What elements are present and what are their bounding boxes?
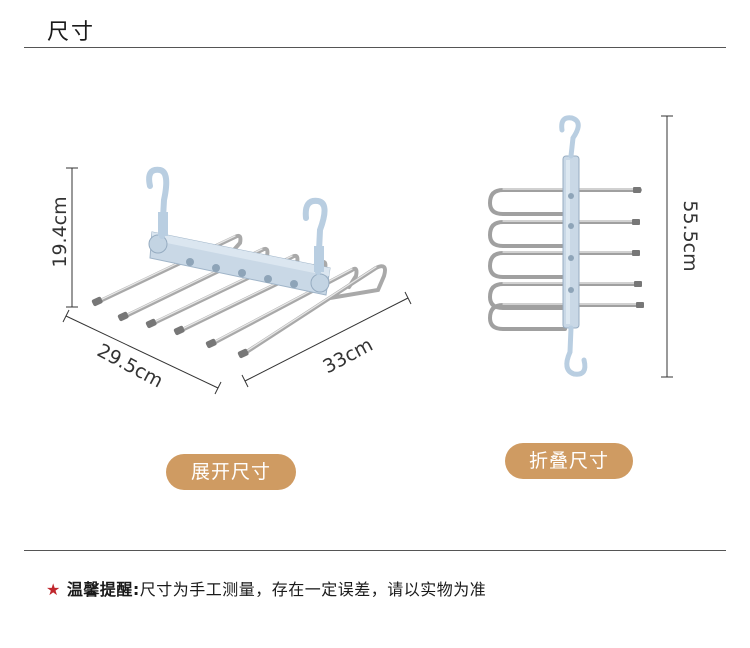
- reminder-label: 温馨提醒:: [66, 580, 140, 599]
- folded-hanger-image: [487, 115, 644, 377]
- expanded-height-label: 19.4cm: [49, 196, 71, 268]
- top-divider: [24, 47, 726, 48]
- expanded-dimension-lines: [62, 167, 412, 395]
- folded-size-badge: 折叠尺寸: [505, 443, 633, 479]
- reminder-note: ★ 温馨提醒:尺寸为手工测量，存在一定误差，请以实物为准: [46, 576, 486, 600]
- section-title: 尺寸: [47, 20, 96, 45]
- expanded-hanger-image: [91, 166, 387, 359]
- bottom-divider: [24, 550, 726, 551]
- folded-height-label: 55.5cm: [679, 200, 701, 272]
- folded-dimension-line: [661, 115, 673, 378]
- reminder-text: 尺寸为手工测量，存在一定误差，请以实物为准: [139, 580, 487, 599]
- expanded-size-badge: 展开尺寸: [166, 454, 296, 490]
- star-icon: ★: [46, 580, 61, 599]
